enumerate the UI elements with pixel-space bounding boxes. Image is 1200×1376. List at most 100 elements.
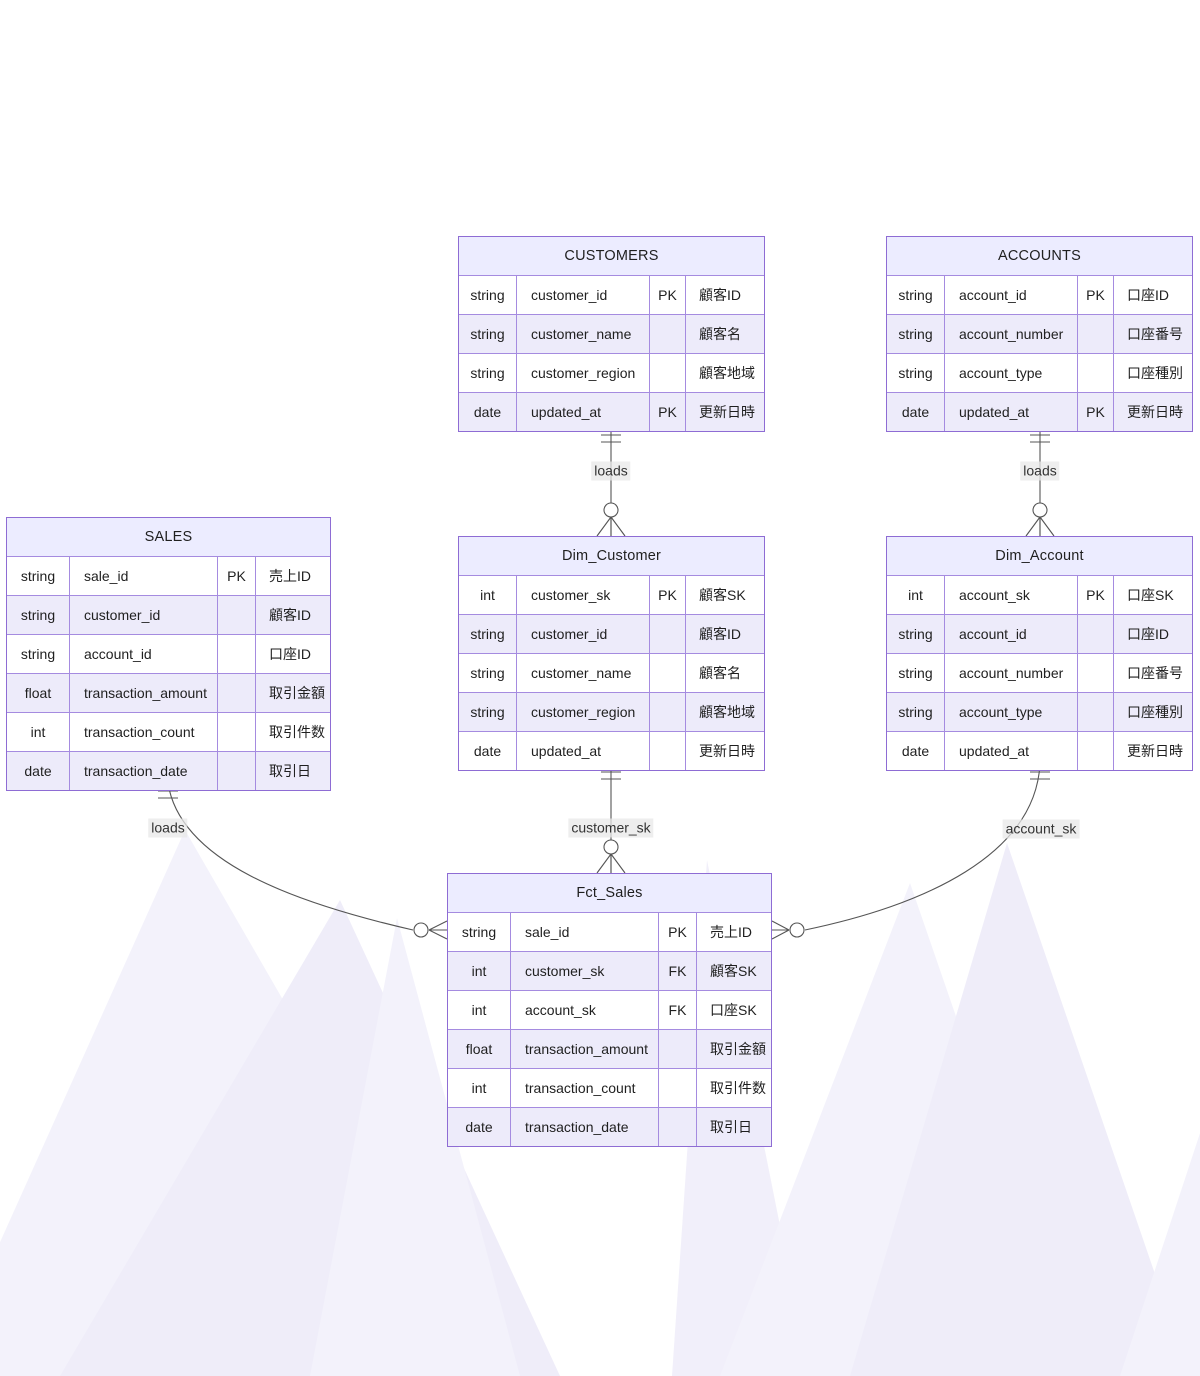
relationship-label-customer-sk: customer_sk [568,818,654,838]
attr-key-cell [649,693,685,731]
attr-type-cell: int [480,587,495,603]
relationship-label-loads-sales: loads [148,818,188,838]
attribute-row: string account_id PK 口座ID [887,275,1192,314]
attr-comment-cell: 顧客ID [685,615,764,653]
attr-name-cell: account_type [944,693,1077,731]
attr-key-cell [1077,354,1113,392]
attr-type-cell: date [473,743,502,759]
attr-key-cell [217,596,255,634]
attr-name-cell: customer_region [516,693,649,731]
entity-title: Dim_Customer [459,537,764,575]
attr-key-cell [649,654,685,692]
attr-comment-cell: 顧客名 [685,315,764,353]
attribute-row: string sale_id PK 売上ID [448,912,771,951]
entity-rows: string sale_id PK 売上ID string customer_i… [7,556,330,790]
attribute-row: date updated_at 更新日時 [459,731,764,770]
attr-comment-cell: 口座SK [1113,576,1192,614]
attr-type-cell: int [30,724,46,740]
attr-comment-cell: 口座SK [696,991,771,1029]
attribute-row: date updated_at 更新日時 [887,731,1192,770]
entity-title: Fct_Sales [448,874,771,912]
attribute-row: string account_id 口座ID [7,634,330,673]
attr-type-cell: string [470,365,505,381]
attr-type-cell: string [461,924,497,940]
attr-name-cell: account_id [944,276,1077,314]
attr-key-cell [658,1030,696,1068]
mountain-shape [850,843,1190,1376]
entity-title: Dim_Account [887,537,1192,575]
entity-title: SALES [7,518,330,556]
attr-name-cell: customer_name [516,654,649,692]
entity-table-dim-customer: Dim_Customer int customer_sk PK 顧客SK str… [458,536,765,771]
entity-table-customers: CUSTOMERS string customer_id PK 顧客ID str… [458,236,765,432]
attr-name-cell: updated_at [516,393,649,431]
relationship-sales-fct-sales [158,782,448,940]
attr-key-cell [1077,315,1113,353]
attr-type-cell: int [471,1002,487,1018]
attribute-row: string customer_name 顧客名 [459,653,764,692]
zero-or-many-marker [413,920,448,940]
attr-name-cell: updated_at [944,732,1077,770]
attr-name-cell: customer_id [69,596,217,634]
attr-type-cell: string [898,287,933,303]
attr-comment-cell: 口座ID [255,635,330,673]
attr-comment-cell: 更新日時 [1113,732,1192,770]
exactly-one-marker [601,434,621,443]
relationship-label-loads-customers: loads [591,461,631,481]
attr-type-cell: string [470,665,505,681]
attr-comment-cell: 口座ID [1113,276,1192,314]
attr-key-cell: FK [658,991,696,1029]
attr-key-cell: FK [658,952,696,990]
attribute-row: float transaction_amount 取引金額 [7,673,330,712]
attribute-row: string account_number 口座番号 [887,314,1192,353]
attr-name-cell: account_number [944,315,1077,353]
attribute-row: date transaction_date 取引日 [7,751,330,790]
attr-comment-cell: 取引金額 [696,1030,771,1068]
attr-name-cell: transaction_amount [69,674,217,712]
attr-type-cell: date [465,1119,493,1135]
attr-type-cell: string [470,326,505,342]
attr-name-cell: customer_sk [510,952,658,990]
attribute-row: int customer_sk FK 顧客SK [448,951,771,990]
exactly-one-marker [1030,434,1050,443]
attr-name-cell: customer_id [516,276,649,314]
entity-table-sales: SALES string sale_id PK 売上ID string cust… [6,517,331,791]
attribute-row: string account_type 口座種別 [887,353,1192,392]
attr-type-cell: string [20,607,56,623]
entity-table-dim-account: Dim_Account int account_sk PK 口座SK strin… [886,536,1193,771]
attr-comment-cell: 顧客SK [696,952,771,990]
attribute-row: string account_id 口座ID [887,614,1192,653]
attr-name-cell: account_type [944,354,1077,392]
attr-name-cell: updated_at [944,393,1077,431]
attr-comment-cell: 顧客SK [685,576,764,614]
attribute-row: int transaction_count 取引件数 [448,1068,771,1107]
attr-comment-cell: 口座番号 [1113,315,1192,353]
attr-comment-cell: 更新日時 [1113,393,1192,431]
attr-name-cell: transaction_count [69,713,217,751]
attr-type-cell: string [470,287,505,303]
relationship-customers-dim-customer [596,426,626,537]
attr-key-cell: PK [1077,393,1113,431]
attr-type-cell: date [24,763,52,779]
relationship-label-account-sk: account_sk [1002,819,1080,839]
attr-type-cell: date [901,404,930,420]
mountain-shape [1120,1133,1200,1376]
attr-name-cell: transaction_count [510,1069,658,1107]
attr-key-cell: PK [1077,576,1113,614]
attr-key-cell: PK [217,557,255,595]
attr-key-cell: PK [658,913,696,951]
attr-comment-cell: 取引金額 [255,674,330,712]
attr-key-cell: PK [649,393,685,431]
zero-or-many-marker [1025,502,1055,537]
attr-key-cell [1077,693,1113,731]
attribute-row: string customer_id 顧客ID [459,614,764,653]
attr-type-cell: string [20,568,56,584]
entity-table-accounts: ACCOUNTS string account_id PK 口座ID strin… [886,236,1193,432]
attr-comment-cell: 顧客地域 [685,354,764,392]
attr-comment-cell: 取引件数 [696,1069,771,1107]
attr-name-cell: transaction_date [510,1108,658,1146]
attribute-row: string customer_id 顧客ID [7,595,330,634]
exactly-one-marker [1030,771,1050,780]
attr-key-cell [217,713,255,751]
